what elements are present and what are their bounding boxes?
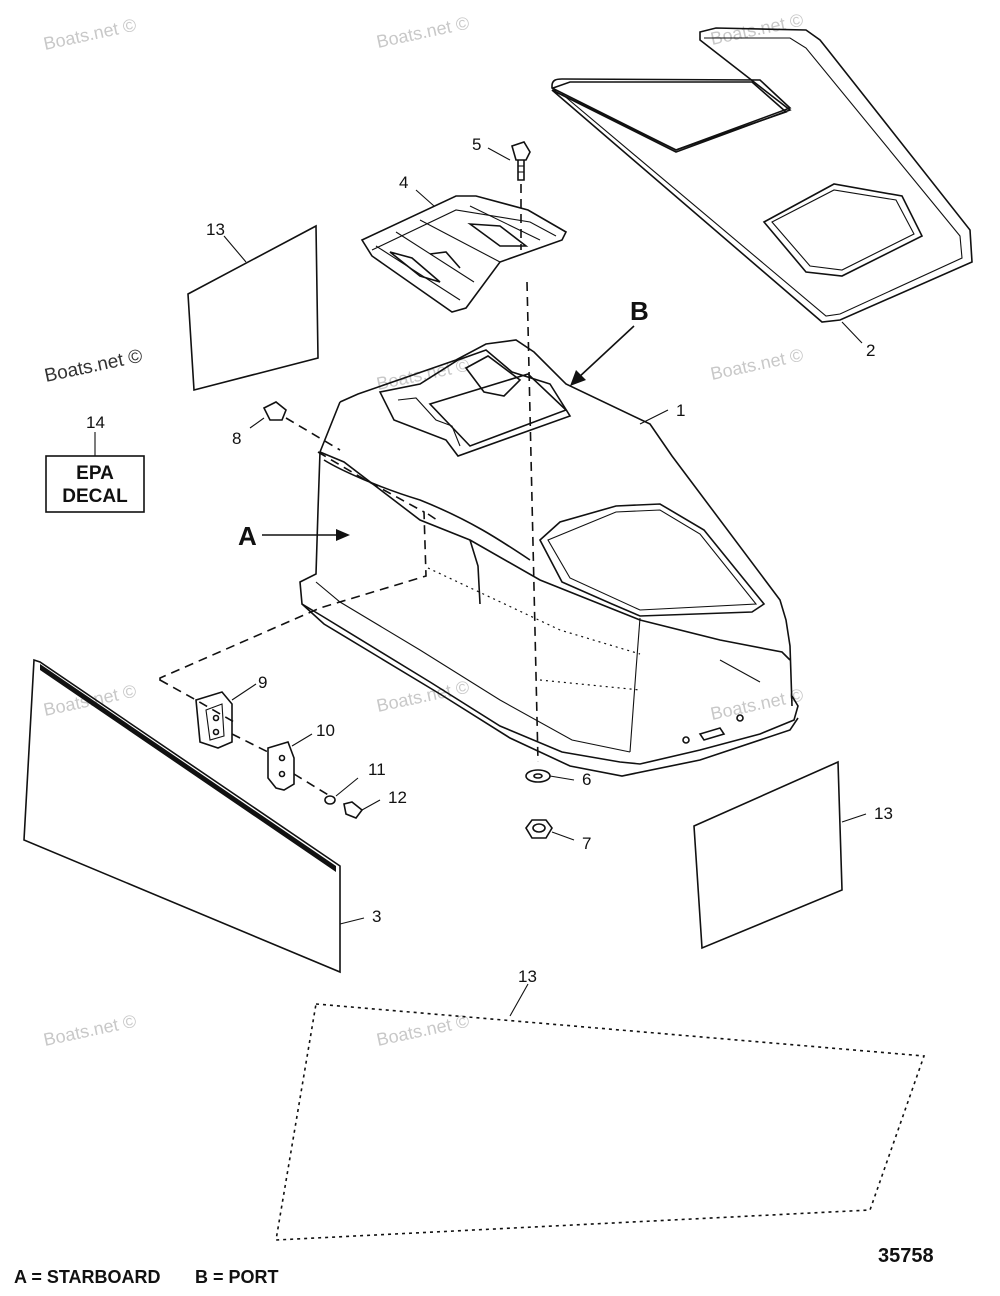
decal-13-right xyxy=(693,760,867,950)
decal-13-bottom xyxy=(275,983,926,1241)
callout-11: 11 xyxy=(368,760,386,779)
view-arrow-b xyxy=(570,325,635,386)
nut-part-7 xyxy=(525,819,575,841)
bracket-part-10 xyxy=(267,733,331,797)
leader-line xyxy=(339,917,365,925)
leader-line xyxy=(841,321,863,344)
leader-line xyxy=(223,235,247,263)
leader-line xyxy=(509,983,529,1017)
leader-line xyxy=(487,147,511,161)
watermark: Boats.net © xyxy=(709,345,805,384)
callout-7: 7 xyxy=(582,834,591,853)
top-decal-part-2 xyxy=(551,27,973,344)
cowl-top-part-4 xyxy=(360,189,568,313)
callout-14: 14 xyxy=(86,413,105,432)
view-label-b: B xyxy=(630,296,649,326)
callout-10: 10 xyxy=(316,721,335,740)
leader-line xyxy=(841,813,867,823)
leader-line xyxy=(335,777,359,797)
callouts: 1 2 3 4 5 6 7 8 9 10 11 12 13 13 13 14 xyxy=(86,135,893,986)
view-arrow-a xyxy=(262,529,350,541)
screw-part-5 xyxy=(487,141,531,250)
callout-6: 6 xyxy=(582,770,591,789)
watermark: Boats.net © xyxy=(42,15,138,54)
decal-13-upper-left xyxy=(187,224,319,392)
leader-line xyxy=(361,799,381,811)
leader-line xyxy=(231,683,257,701)
engine-cowl-part-1 xyxy=(299,339,799,777)
assembly-dashed-line xyxy=(526,281,539,763)
legend-port: B = PORT xyxy=(195,1267,279,1287)
callout-13-right: 13 xyxy=(874,804,893,823)
callout-9: 9 xyxy=(258,673,267,692)
leader-line xyxy=(291,733,313,747)
bolt-part-8 xyxy=(249,401,341,451)
leader-line xyxy=(551,831,575,841)
epa-decal-line2: DECAL xyxy=(62,486,128,507)
callout-13-upper-left: 13 xyxy=(206,220,225,239)
legend-starboard: A = STARBOARD xyxy=(14,1267,161,1287)
watermark: Boats.net © xyxy=(375,13,471,52)
callout-3: 3 xyxy=(372,907,381,926)
leader-line xyxy=(549,775,575,781)
leader-line xyxy=(249,417,265,429)
callout-13-bottom: 13 xyxy=(518,967,537,986)
side-decal-part-3 xyxy=(23,658,365,974)
epa-decal-line1: EPA xyxy=(76,463,114,484)
washer-part-6 xyxy=(525,769,575,783)
watermark: Boats.net © xyxy=(43,346,145,387)
callout-4: 4 xyxy=(399,173,408,192)
callout-12: 12 xyxy=(388,788,407,807)
watermarks: Boats.net © Boats.net © Boats.net © Boat… xyxy=(42,10,805,1050)
callout-5: 5 xyxy=(472,135,481,154)
leader-line xyxy=(639,409,669,425)
watermark: Boats.net © xyxy=(42,1011,138,1050)
bracket-part-9 xyxy=(195,683,273,755)
starboard-inset-dashed xyxy=(159,451,441,723)
leader-line xyxy=(415,189,435,207)
screw-part-12 xyxy=(343,799,381,819)
callout-8: 8 xyxy=(232,429,241,448)
watermark: Boats.net © xyxy=(709,685,805,724)
diagram-part-number: 35758 xyxy=(878,1245,934,1267)
view-label-a: A xyxy=(238,521,257,551)
callout-1: 1 xyxy=(676,401,685,420)
epa-decal-part-14: EPA DECAL xyxy=(45,432,145,513)
washer-part-11 xyxy=(324,777,359,805)
callout-2: 2 xyxy=(866,341,875,360)
watermark: Boats.net © xyxy=(375,677,471,716)
